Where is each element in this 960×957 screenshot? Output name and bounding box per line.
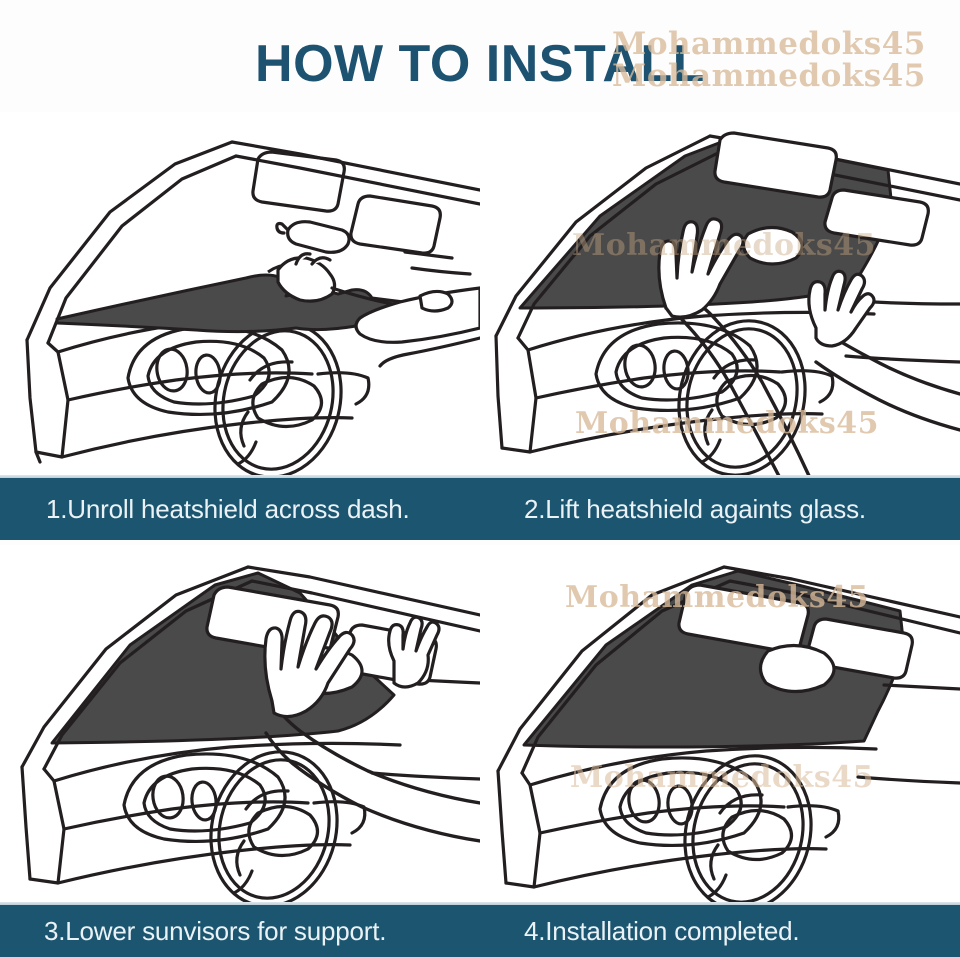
caption-step-2: 2.Lift heatshield againts glass. [524,493,866,524]
car-interior-unroll-drawing [25,140,480,478]
caption-divider-bottom [0,902,960,905]
caption-step-4: 4.Installation completed. [524,915,800,946]
caption-step-3: 3.Lower sunvisors for support. [44,915,387,946]
caption-step-1: 1.Unroll heatshield across dash. [46,493,410,524]
step-illustration-2 [480,112,960,478]
car-interior-lift-drawing [494,131,960,478]
title-area: HOW TO INSTALL [0,0,960,112]
page-title: HOW TO INSTALL [255,35,705,93]
caption-band-row-2: 3.Lower sunvisors for support. 4.Install… [0,905,960,957]
step-illustration-1 [0,112,480,478]
step-illustration-4 [480,545,960,905]
car-interior-visor-drawing [20,565,480,905]
step-illustration-3 [0,545,480,905]
caption-band-row-1: 1.Unroll heatshield across dash. 2.Lift … [0,478,960,540]
caption-divider-top [0,475,960,478]
car-interior-done-drawing [496,565,960,905]
